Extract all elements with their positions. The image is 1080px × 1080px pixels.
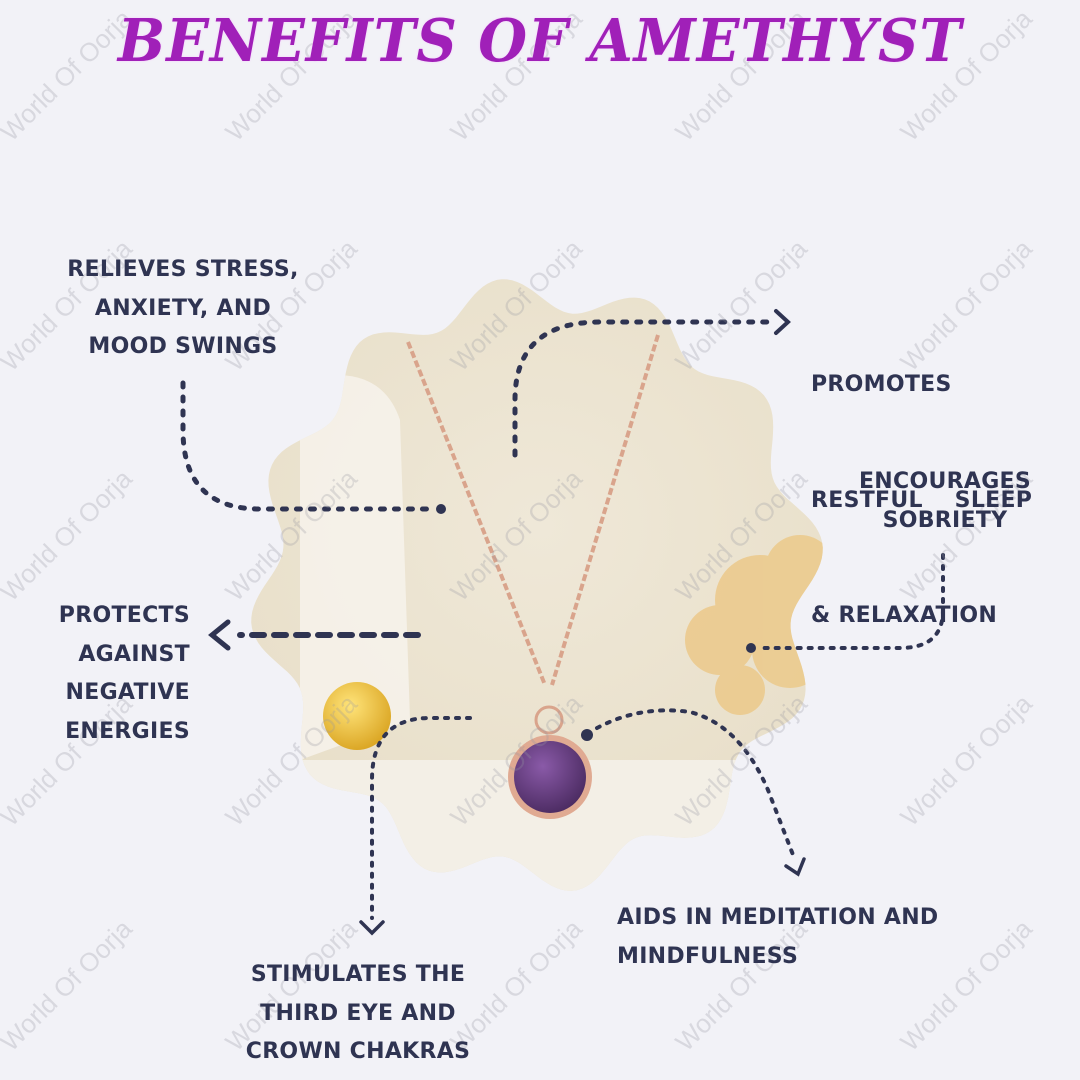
benefit-line: STIMULATES THE [250, 962, 466, 987]
benefit-line: THIRD EYE AND [260, 1000, 456, 1026]
chain [406, 334, 660, 686]
benefit-line: AIDS IN MEDITATION AND [617, 905, 939, 930]
benefit-meditation: AIDS IN MEDITATION AND MINDFULNESS [617, 899, 939, 976]
benefit-protects: PROTECTS AGAINST NEGATIVE ENERGIES [20, 597, 190, 751]
benefit-line: & RELAXATION [811, 603, 998, 628]
page-title: BENEFITS OF AMETHYST [117, 6, 963, 76]
benefit-line: MINDFULNESS [617, 943, 799, 969]
benefit-line: NEGATIVE [65, 680, 190, 705]
connector-lines [180, 309, 945, 936]
benefit-line: PROTECTS [58, 603, 190, 628]
benefit-line: ENERGIES [65, 718, 190, 744]
benefit-line: AGAINST [78, 641, 190, 667]
benefit-chakras: STIMULATES THE THIRD EYE AND CROWN CHAKR… [228, 956, 488, 1072]
sobriety-connector [758, 553, 945, 650]
benefit-line: PROMOTES [811, 372, 952, 397]
benefit-line: ENCOURAGES [858, 469, 1032, 494]
benefit-line: CROWN CHAKRAS [245, 1039, 471, 1064]
chakras-arrow-icon [359, 920, 385, 936]
benefit-line: ANXIETY, AND [94, 295, 272, 321]
gold-ball [323, 682, 391, 750]
benefit-sobriety: ENCOURAGES SOBRIETY [845, 463, 1045, 540]
benefit-line: SOBRIETY [882, 507, 1008, 533]
benefit-line: RELIEVES STRESS, [67, 257, 299, 282]
benefit-line: RESTFUL SLEEP [811, 487, 1033, 513]
sleep-arrow-icon [774, 309, 791, 335]
meditation-connector [595, 708, 797, 862]
meditation-arrow-icon [784, 857, 806, 877]
benefit-sleep: PROMOTES RESTFUL SLEEP & RELAXATION [811, 289, 1032, 674]
benefit-line: MOOD SWINGS [88, 334, 278, 359]
protects-arrow-icon [208, 619, 231, 651]
stress-connector [180, 380, 435, 512]
chakras-connector [370, 716, 472, 920]
amethyst-stone [514, 741, 586, 813]
benefit-stress: RELIEVES STRESS, ANXIETY, AND MOOD SWING… [60, 251, 306, 367]
